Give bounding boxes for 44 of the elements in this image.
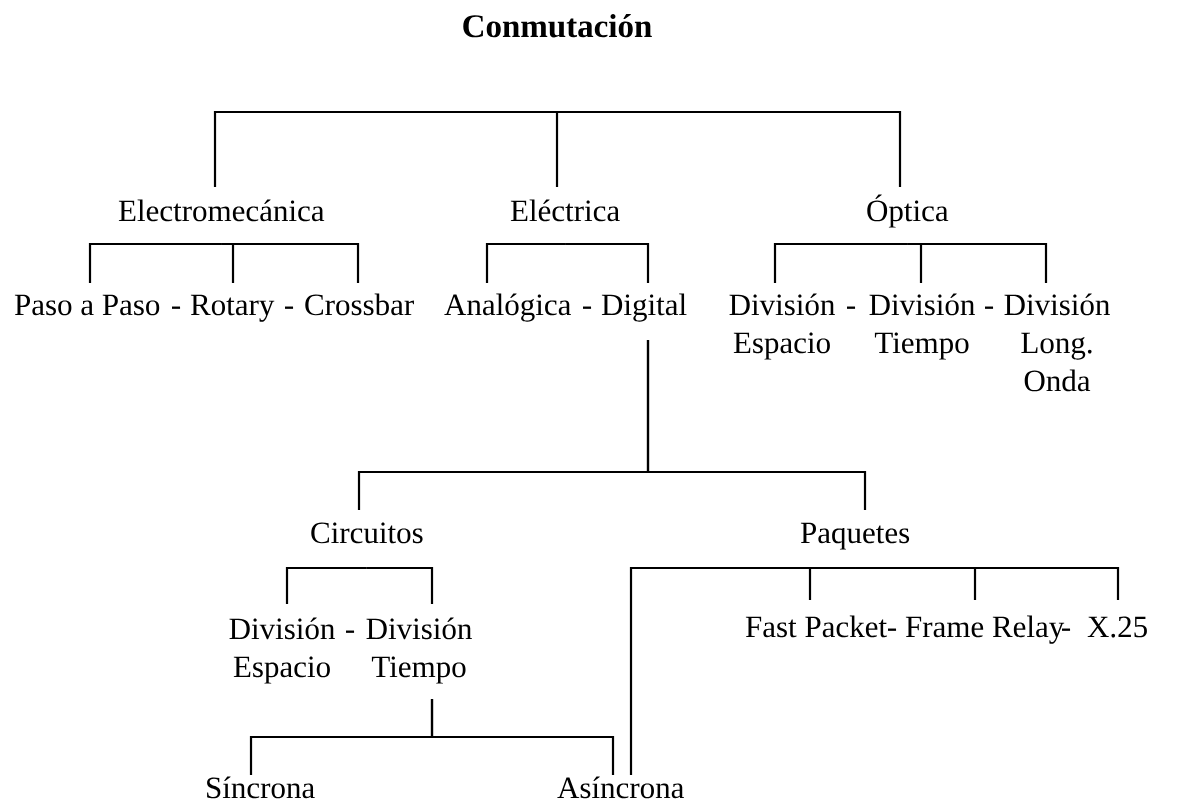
connector-line [485, 242, 566, 283]
separator-dash: - [985, 306, 994, 309]
separator-dash: - [888, 628, 897, 631]
category-label: División Espacio [229, 617, 335, 684]
category-label: Frame Relay [905, 615, 1065, 644]
category-label: Óptica [867, 194, 949, 228]
category-label: División Tiempo [869, 293, 975, 360]
connector-line [808, 566, 856, 600]
category-label: X.25 [1087, 616, 1147, 638]
category-label: Analógica [444, 293, 571, 322]
connector-line [88, 242, 222, 283]
separator-dash: - [847, 306, 856, 309]
connector-line [773, 242, 908, 283]
connector-line [855, 566, 1120, 600]
separator-dash: - [285, 306, 294, 309]
connector-line [565, 242, 650, 283]
separator-dash: - [583, 306, 592, 309]
category-label: Electromecánica [118, 199, 325, 222]
category-label: Paquetes [800, 522, 910, 550]
separator-dash: - [346, 630, 355, 633]
connector-line [430, 699, 615, 775]
category-label: Circuitos [311, 522, 423, 544]
separator-dash: - [172, 306, 181, 309]
category-label: División Tiempo [366, 617, 472, 684]
connector-line [646, 340, 867, 510]
connector-line [907, 242, 1048, 283]
connector-line [221, 242, 360, 283]
connector-line [557, 110, 902, 187]
connector-line [285, 566, 367, 604]
category-label: Fast Packet [745, 615, 887, 638]
category-label: Crossbar [305, 293, 414, 316]
connector-line [366, 566, 434, 604]
category-label: Paso a Paso [14, 294, 160, 316]
category-label: Asíncrona [557, 776, 684, 799]
connector-line [555, 112, 559, 187]
category-label: División Espacio [729, 293, 835, 360]
category-label: Rotary [190, 294, 275, 322]
connector-line [213, 110, 557, 187]
title: Conmutación [463, 14, 652, 38]
separator-dash: - [1062, 628, 1071, 631]
category-label: Eléctrica [510, 199, 620, 222]
category-label: Síncrona [207, 776, 315, 799]
category-label: Digital [601, 293, 687, 322]
category-label: División Long. Onda [1004, 293, 1110, 392]
